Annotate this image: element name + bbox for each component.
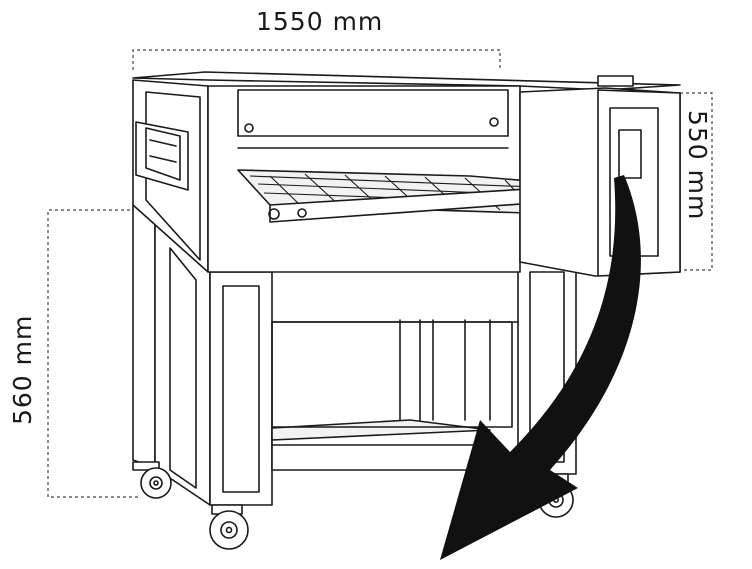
height-dimension-guide — [47, 209, 140, 498]
height-dimension-label: 560 mm — [8, 314, 37, 425]
conveyor-belt — [237, 169, 579, 223]
direction-arrow — [440, 175, 641, 560]
depth-dimension-label: 550 mm — [683, 110, 712, 221]
width-dimension-label: 1550 mm — [256, 7, 384, 36]
width-dimension-guide — [132, 49, 501, 70]
depth-dimension-guide — [680, 92, 713, 271]
control-panel-box — [519, 75, 681, 277]
oven-body — [132, 71, 681, 273]
